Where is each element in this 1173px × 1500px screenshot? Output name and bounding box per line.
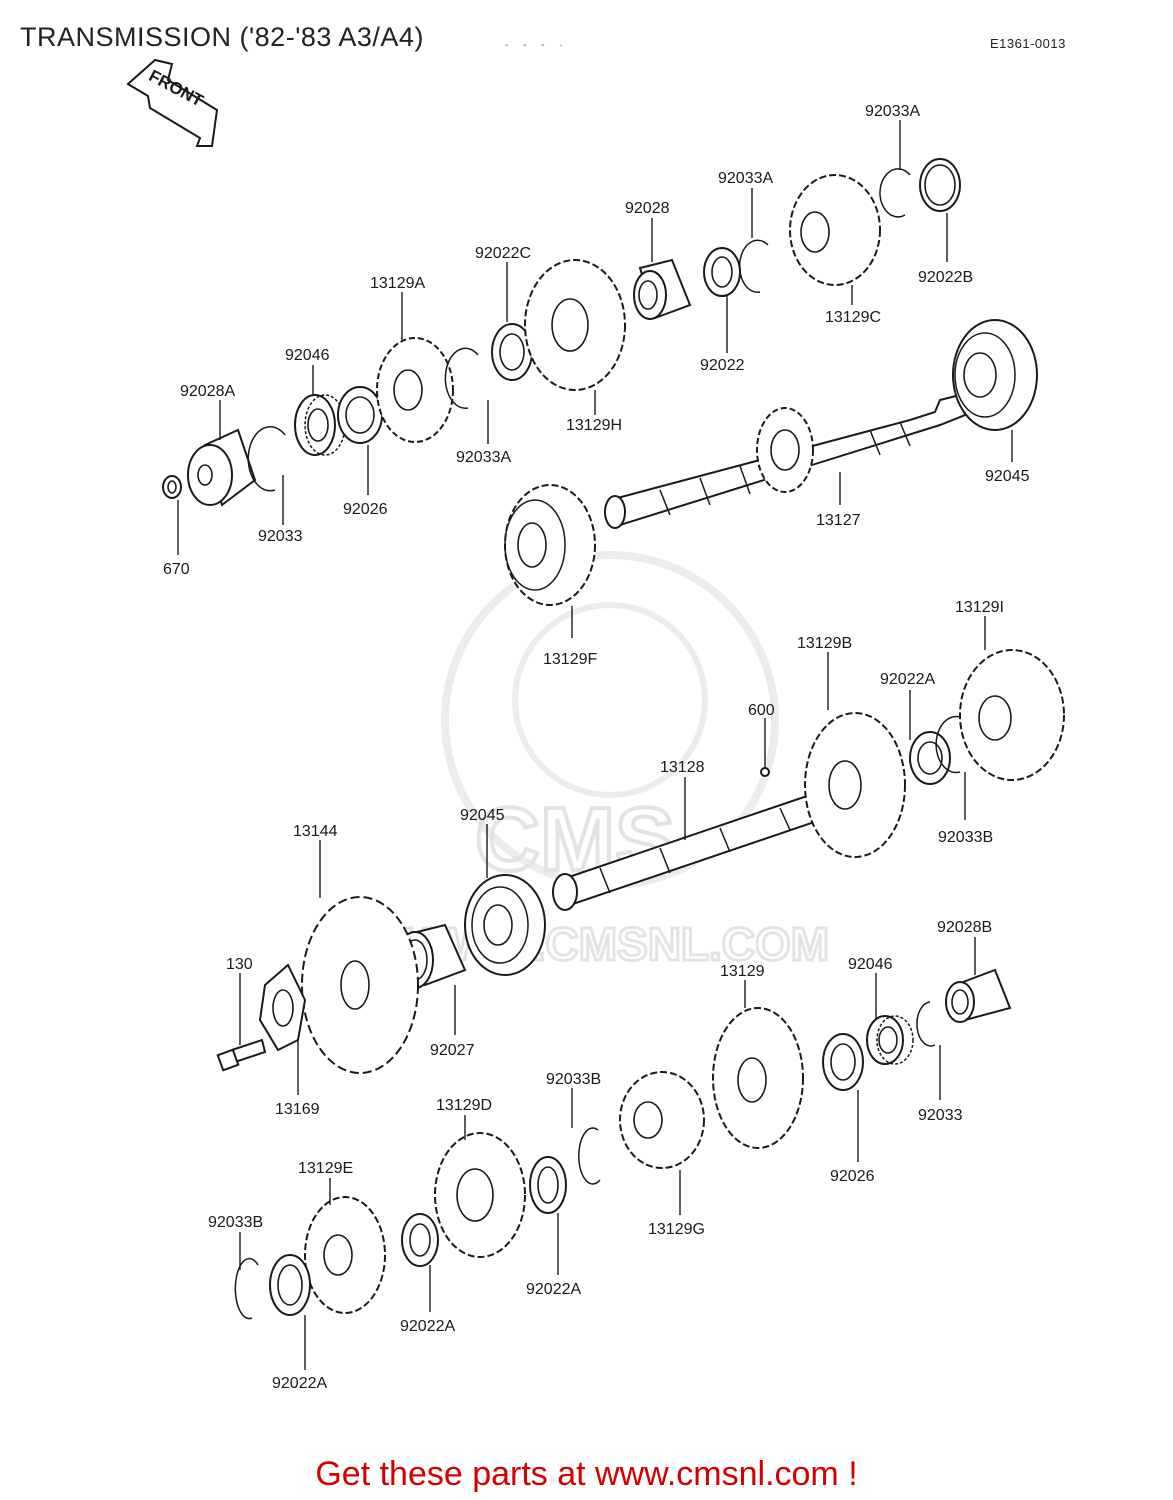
label-92045-upper: 92045 [985, 468, 1030, 485]
get-parts-link[interactable]: Get these parts at www.cmsnl.com ! [315, 1455, 858, 1493]
label-13129C: 13129C [825, 309, 881, 326]
label-13129I: 13129I [955, 599, 1004, 616]
pin-600 [760, 767, 770, 777]
label-92046-upper: 92046 [285, 347, 330, 364]
washer-92022-upper [703, 247, 741, 297]
label-13129A: 13129A [370, 275, 425, 292]
label-13127: 13127 [816, 512, 861, 529]
label-92026-upper: 92026 [343, 501, 388, 518]
bushing-92028 [633, 258, 692, 320]
label-600: 600 [748, 702, 775, 719]
gear-13129F [504, 484, 596, 606]
circlip-92033-lower [916, 1001, 936, 1047]
scan-artifact: - - - · [505, 40, 569, 51]
circlip-92033B-bottom [234, 1257, 259, 1320]
front-arrow-icon: FRONT [126, 58, 219, 147]
label-13144: 13144 [293, 823, 338, 840]
label-92033-lower: 92033 [918, 1107, 963, 1124]
circlip-92033B-upper [935, 715, 969, 774]
label-92045-lower: 92045 [460, 807, 505, 824]
gear-13129I [959, 649, 1065, 781]
circlip-92033A-top [879, 168, 911, 218]
label-92022A-low: 92022A [400, 1318, 455, 1335]
leader-lines [177, 120, 1013, 1370]
label-92033-upper: 92033 [258, 528, 303, 545]
gear-13129A [376, 337, 454, 443]
label-92022C: 92022C [475, 245, 531, 262]
label-92033B-mid: 92033B [546, 1071, 601, 1088]
label-13129H: 13129H [566, 417, 622, 434]
bolt-130 [216, 1038, 267, 1072]
gear-13129C [789, 174, 881, 286]
washer-92022C [491, 323, 533, 381]
gear-13129 [712, 1007, 804, 1149]
gear-on-shaft-13127 [756, 407, 814, 493]
part-labels: 92033A 92033A 92028 92022B 13129C 92022C… [163, 103, 1030, 1392]
washer-92022A-low [401, 1213, 439, 1267]
needle-bearing-92046-lower [866, 1015, 914, 1065]
needle-bearing-92046-upper [294, 394, 346, 456]
washer-92026-lower [822, 1033, 864, 1091]
label-13129B: 13129B [797, 635, 852, 652]
label-13129: 13129 [720, 963, 765, 980]
diagram-code: E1361-0013 [990, 36, 1066, 51]
washer-92022A-mid [529, 1156, 567, 1214]
label-92033A-top: 92033A [865, 103, 920, 120]
label-92022B: 92022B [918, 269, 973, 286]
washer-92026-upper [337, 386, 383, 444]
label-13128: 13128 [660, 759, 705, 776]
label-13129E: 13129E [298, 1160, 353, 1177]
circlip-92033B-mid [578, 1127, 601, 1185]
sprocket-13144 [301, 896, 419, 1074]
label-92033A-low: 92033A [456, 449, 511, 466]
label-92033B-upper: 92033B [938, 829, 993, 846]
bearing-92045-upper [952, 319, 1038, 431]
label-92046-lower: 92046 [848, 956, 893, 973]
collar-92028A [187, 428, 257, 507]
label-92022: 92022 [700, 357, 745, 374]
label-92028A: 92028A [180, 383, 235, 400]
bushing-92028B [945, 968, 1012, 1023]
circlip-92033A-lower [444, 347, 479, 410]
label-92022A-upper: 92022A [880, 671, 935, 688]
bearing-92045-lower [464, 874, 546, 976]
label-670: 670 [163, 561, 190, 578]
label-13129F: 13129F [543, 651, 597, 668]
label-130: 130 [226, 956, 253, 973]
circlip-92033 [247, 426, 286, 492]
gear-13129D [434, 1132, 526, 1258]
washer-92022A-bottom [269, 1254, 311, 1316]
label-92022A-mid: 92022A [526, 1281, 581, 1298]
label-13169: 13169 [275, 1101, 320, 1118]
gear-13129B [804, 712, 906, 858]
gear-13129G [619, 1071, 705, 1169]
washer-92022B [919, 158, 961, 212]
label-13129G: 13129G [648, 1221, 705, 1238]
washer-92022A-upper [909, 731, 951, 785]
label-92033B-bottom: 92033B [208, 1214, 263, 1231]
label-92022A-bottom: 92022A [272, 1375, 327, 1392]
label-13129D: 13129D [436, 1097, 492, 1114]
washer-670 [162, 475, 182, 499]
label-92028B: 92028B [937, 919, 992, 936]
label-92027: 92027 [430, 1042, 475, 1059]
gear-13129E [304, 1196, 386, 1314]
label-92028: 92028 [625, 200, 670, 217]
gear-13129H [524, 259, 626, 391]
circlip-92033A-mid [738, 239, 769, 293]
label-92026-lower: 92026 [830, 1168, 875, 1185]
lock-plate-13169 [258, 963, 307, 1052]
label-92033A-mid: 92033A [718, 170, 773, 187]
page-title: TRANSMISSION ('82-'83 A3/A4) [20, 22, 424, 52]
